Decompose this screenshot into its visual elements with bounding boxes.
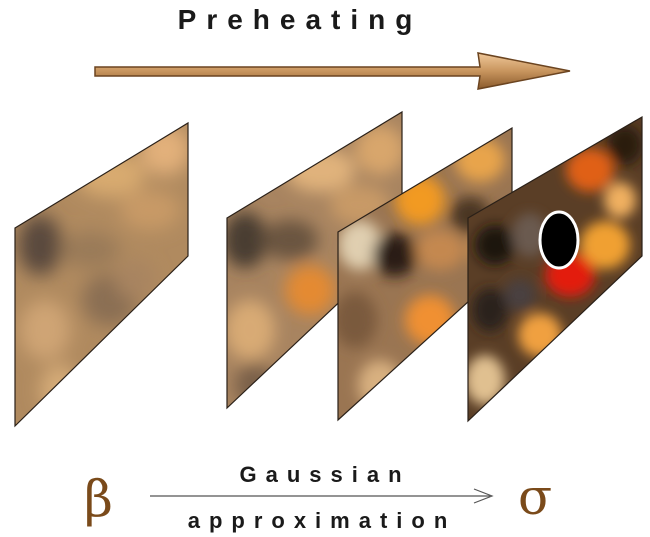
transform-label-bottom: approximation bbox=[187, 508, 457, 533]
transform-arrow bbox=[150, 488, 494, 504]
diagram-title: Preheating bbox=[177, 4, 423, 35]
start-symbol: β bbox=[84, 470, 113, 528]
panel-stage-1 bbox=[14, 121, 189, 428]
bubble-hole bbox=[538, 210, 580, 270]
end-symbol: σ bbox=[518, 468, 553, 526]
progress-arrow bbox=[94, 52, 571, 90]
transform-label-top: Gaussian bbox=[239, 462, 411, 487]
